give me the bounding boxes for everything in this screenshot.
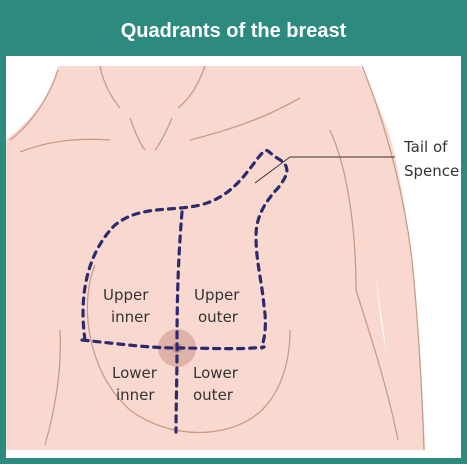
label-upper-inner-2: inner [111, 308, 150, 326]
label-lower-inner-1: Lower [112, 364, 158, 382]
label-upper-inner-1: Upper [103, 286, 149, 304]
label-lower-inner-2: inner [116, 386, 155, 404]
callout-tail-line2: Spence [404, 162, 459, 180]
label-lower-outer-1: Lower [193, 364, 239, 382]
callout-tail-line1: Tail of [403, 138, 448, 156]
label-upper-outer-1: Upper [194, 286, 240, 304]
label-upper-outer-2: outer [198, 308, 239, 326]
label-lower-outer-2: outer [193, 386, 234, 404]
